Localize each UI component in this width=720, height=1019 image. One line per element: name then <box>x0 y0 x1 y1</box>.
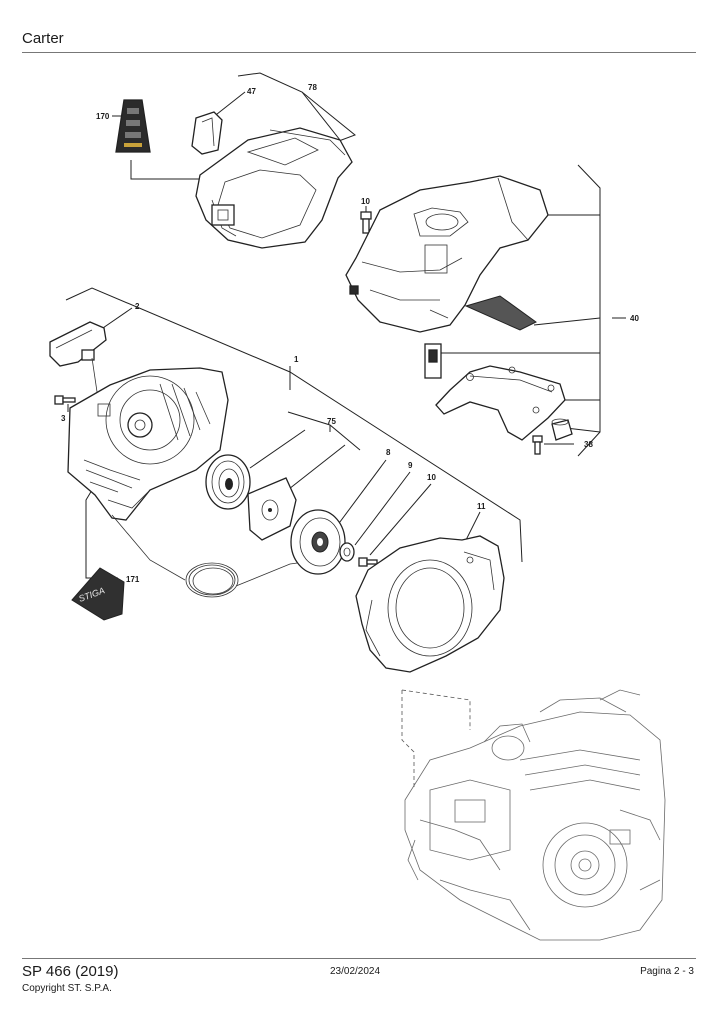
header-divider <box>22 52 696 53</box>
document-date: 23/02/2024 <box>330 966 381 977</box>
callout-8: 8 <box>386 448 391 457</box>
page-number: Pagina 2 - 3 <box>640 966 694 977</box>
callout-3: 3 <box>61 414 66 423</box>
starter-rope-coil <box>111 514 321 598</box>
decal-part-170 <box>115 99 151 153</box>
screw-part-38 <box>532 435 543 455</box>
screw-part-10 <box>358 557 378 567</box>
housing-part-40 <box>345 175 549 333</box>
top-cover-part-78 <box>195 127 353 249</box>
bracket-plate-part-40 <box>435 365 566 441</box>
alignment-dashed-lines <box>401 689 471 790</box>
fan-cover-part-11 <box>355 535 505 673</box>
callout-1: 1 <box>294 355 299 364</box>
spring-cover-part-75 <box>247 477 297 541</box>
bolt-part-3 <box>54 395 76 405</box>
footer-divider <box>22 958 696 959</box>
bolt-part-10-top <box>360 211 372 234</box>
callout-9: 9 <box>408 461 413 470</box>
callout-11: 11 <box>477 502 486 511</box>
pulley-part-8 <box>290 509 346 575</box>
callout-47: 47 <box>247 87 256 96</box>
callout-2: 2 <box>135 302 140 311</box>
washer-part-9 <box>339 542 355 562</box>
starter-housing-part-1 <box>67 367 229 521</box>
callout-10: 10 <box>427 473 436 482</box>
callout-10-top: 10 <box>361 197 370 206</box>
stiga-badge-part-171: STIGA <box>71 567 125 621</box>
callout-75: 75 <box>327 417 336 426</box>
damper-part-40 <box>551 418 573 441</box>
callout-170: 170 <box>96 112 110 121</box>
recoil-spring-part-75 <box>205 454 251 510</box>
callout-40: 40 <box>630 314 639 323</box>
strip-part-40 <box>464 295 537 331</box>
knob-part-47 <box>191 111 223 155</box>
model-name: SP 466 (2019) <box>22 963 119 980</box>
callout-78: 78 <box>308 83 317 92</box>
engine-drawing <box>404 689 666 941</box>
page-title: Carter <box>22 30 64 47</box>
callout-38: 38 <box>584 440 593 449</box>
callout-labels: 78 47 170 10 40 38 2 1 3 75 8 9 10 11 17… <box>61 83 639 584</box>
copyright-text: Copyright ST. S.P.A. <box>22 983 112 994</box>
switch-part-40 <box>424 343 442 379</box>
callout-171: 171 <box>126 575 140 584</box>
